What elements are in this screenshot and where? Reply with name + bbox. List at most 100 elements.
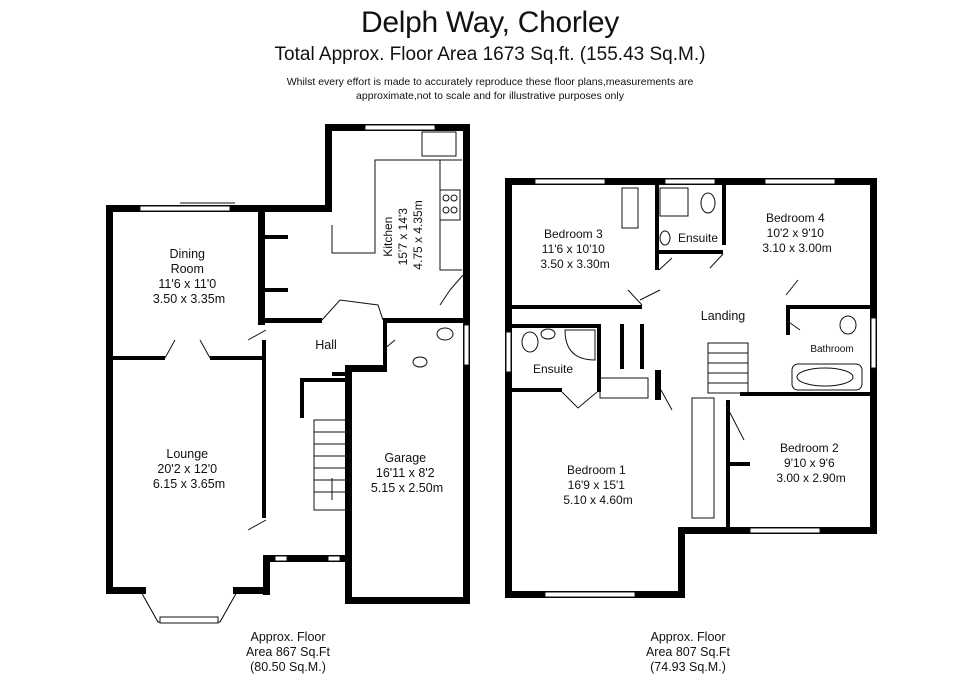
wall <box>106 587 146 594</box>
first-area-line-1: Approx. Floor <box>650 630 726 644</box>
wall <box>233 587 270 594</box>
wall <box>383 318 387 372</box>
ground-floor-plan: Dining Room 11'6 x 11'0 3.50 x 3.35m Lou… <box>106 124 470 624</box>
bath <box>791 363 863 391</box>
window <box>274 555 288 562</box>
wall <box>726 400 730 530</box>
bathroom-label: Bathroom <box>810 344 853 355</box>
disclaimer-line-1: Whilst every effort is made to accuratel… <box>286 76 694 88</box>
wall <box>383 318 470 323</box>
first-floor-plan: Bedroom 3 11'6 x 10'10 3.50 x 3.30m Ensu… <box>505 178 877 598</box>
wall <box>258 205 265 325</box>
door <box>439 274 464 306</box>
first-floor-area: Approx. Floor Area 807 Sq.Ft (74.93 Sq.M… <box>618 630 758 675</box>
double-door <box>164 339 211 359</box>
shower-tray <box>564 329 596 361</box>
hob-ring <box>450 206 458 214</box>
disclaimer-line-2: approximate,not to scale and for illustr… <box>356 90 624 102</box>
wall <box>722 180 726 245</box>
door <box>247 329 267 531</box>
window <box>463 324 470 366</box>
hob-ring <box>442 194 450 202</box>
wall <box>258 288 288 292</box>
window <box>327 555 341 562</box>
ground-area-line-2: Area 867 Sq.Ft <box>245 645 331 659</box>
bedroom-2-label: Bedroom 2 9'10 x 9'6 3.00 x 2.90m <box>776 441 845 485</box>
wall <box>113 356 165 360</box>
wall <box>258 205 332 212</box>
wall <box>678 527 685 598</box>
shower <box>659 187 689 217</box>
door <box>382 339 396 351</box>
window <box>505 331 512 373</box>
ensuite-label: Ensuite <box>678 231 718 245</box>
door <box>627 253 799 306</box>
bay-window <box>159 616 219 624</box>
wall <box>106 205 113 593</box>
hob-ring <box>442 206 450 214</box>
bedroom-1-label: Bedroom 1 16'9 x 15'1 5.10 x 4.60m <box>563 463 632 507</box>
wall <box>345 365 352 604</box>
wall <box>262 340 266 518</box>
window <box>544 591 636 598</box>
toilet <box>700 192 716 214</box>
wall <box>258 235 288 239</box>
wall <box>345 597 470 604</box>
window <box>749 527 821 534</box>
disclaimer: Whilst every effort is made to accuratel… <box>0 75 980 103</box>
wall <box>505 324 600 328</box>
wardrobe <box>599 377 649 399</box>
ensuite-2-label: Ensuite <box>533 362 573 376</box>
window <box>870 317 877 369</box>
toilet <box>436 327 454 341</box>
basin <box>540 328 556 340</box>
total-floor-area: Total Approx. Floor Area 1673 Sq.ft. (15… <box>274 44 706 65</box>
wardrobe <box>621 187 639 229</box>
wall <box>262 318 322 323</box>
door <box>321 299 384 321</box>
window <box>664 178 716 185</box>
dining-room-label: Dining Room 11'6 x 11'0 3.50 x 3.35m <box>153 247 225 306</box>
bath-bowl <box>796 367 854 387</box>
bedroom-4-label: Bedroom 4 10'2 x 9'10 3.10 x 3.00m <box>762 211 831 255</box>
wall <box>332 372 352 376</box>
wall <box>300 378 350 382</box>
basin <box>412 356 428 368</box>
page-title: Delph Way, Chorley <box>360 6 620 39</box>
wall <box>740 392 872 396</box>
wardrobe <box>691 397 715 519</box>
landing-label: Landing <box>701 309 746 323</box>
kitchen-worktop <box>439 160 462 271</box>
wall <box>325 124 332 212</box>
wall <box>300 378 304 418</box>
wall <box>505 178 512 598</box>
kitchen-worktop <box>331 159 462 254</box>
first-area-line-3: (74.93 Sq.M.) <box>650 660 726 674</box>
wall <box>786 305 872 309</box>
wall <box>640 324 644 369</box>
wall <box>210 356 262 360</box>
staircase <box>313 419 351 511</box>
wall <box>655 180 659 270</box>
wall <box>730 462 750 466</box>
sink <box>421 131 457 157</box>
window <box>364 124 436 131</box>
ground-area-line-1: Approx. Floor <box>250 630 326 644</box>
hob <box>439 189 461 221</box>
wall <box>512 388 562 392</box>
wall <box>655 370 661 400</box>
bedroom-3-label: Bedroom 3 11'6 x 10'10 3.50 x 3.30m <box>540 227 609 271</box>
stairs <box>707 342 749 394</box>
wall <box>620 324 624 369</box>
window <box>534 178 606 185</box>
wall <box>655 250 723 254</box>
wall <box>263 555 270 595</box>
first-area-line-2: Area 807 Sq.Ft <box>645 645 731 659</box>
wall <box>597 324 601 392</box>
wall <box>263 555 352 562</box>
window <box>139 205 231 212</box>
door <box>561 391 598 409</box>
wall <box>786 305 790 335</box>
hob-ring <box>450 194 458 202</box>
